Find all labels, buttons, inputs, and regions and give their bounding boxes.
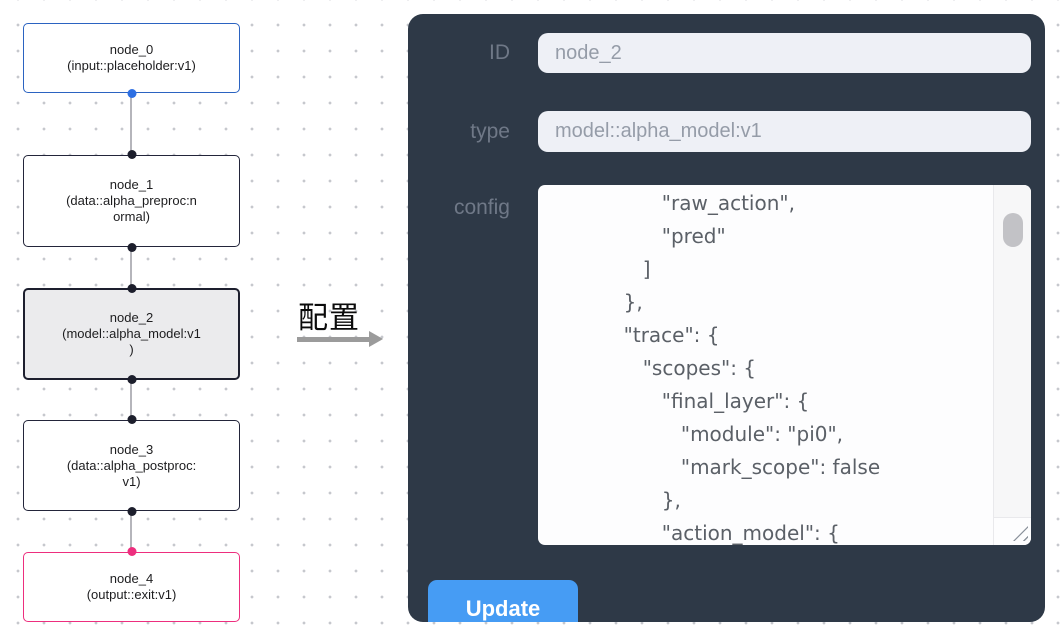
id-field-label: ID: [489, 41, 510, 64]
type-input[interactable]: [538, 111, 1031, 152]
node-handle-source[interactable]: [127, 89, 136, 98]
flow-node-node_1[interactable]: node_1 (data::alpha_preproc:n ormal): [23, 150, 240, 252]
scrollbar-corner: [993, 517, 1031, 545]
node-handle-target[interactable]: [127, 415, 136, 424]
update-button[interactable]: Update: [428, 580, 578, 622]
node-label-line: node_4: [109, 571, 154, 586]
node-label-line: ormal): [113, 209, 150, 224]
node-label-line: node_3: [109, 441, 154, 457]
node-handle-target[interactable]: [127, 150, 136, 159]
type-field-label: type: [470, 120, 510, 143]
config-json-text: "raw_action", "pred" ] }, "trace": { "sc…: [623, 191, 881, 545]
edge-node_2-node_3[interactable]: [130, 380, 132, 420]
node-handle-source[interactable]: [127, 507, 136, 516]
node-label-line: ): [129, 342, 134, 357]
id-input[interactable]: [538, 33, 1031, 73]
node-label-line: v1): [122, 473, 141, 489]
config-field-label: config: [453, 196, 510, 219]
node-label-line: node_2: [109, 310, 154, 325]
node-label-line: (data::alpha_postproc:: [66, 457, 197, 473]
config-scrollbar[interactable]: [993, 185, 1031, 517]
node-label-line: node_0: [109, 42, 154, 57]
resize-grip-icon[interactable]: [1013, 526, 1028, 541]
edge-node_0-node_1[interactable]: [130, 93, 132, 155]
node-label-line: (output::exit:v1): [86, 587, 177, 602]
flow-node-node_2[interactable]: node_2 (model::alpha_model:v1 ): [23, 284, 240, 384]
node-config-panel: ID type config "raw_action", "pred" ] },…: [408, 14, 1045, 622]
node-label-line: (model::alpha_model:v1: [62, 326, 201, 341]
node-handle-target[interactable]: [127, 284, 136, 293]
right-arrow-icon: [297, 331, 383, 346]
flow-node-node_0[interactable]: node_0 (input::placeholder:v1): [23, 23, 240, 98]
configure-arrow-label: 配置: [298, 302, 360, 335]
node-label-line: node_1: [109, 177, 154, 192]
flow-node-node_3[interactable]: node_3 (data::alpha_postproc: v1): [23, 415, 240, 516]
node-handle-target[interactable]: [127, 547, 136, 556]
edge-node_3-node_4[interactable]: [130, 511, 132, 552]
edge-node_1-node_2[interactable]: [130, 247, 132, 288]
node-label-line: (data::alpha_preproc:n: [66, 193, 197, 208]
flow-node-node_4[interactable]: node_4 (output::exit:v1): [23, 547, 240, 622]
config-scrollbar-thumb[interactable]: [1003, 213, 1023, 247]
node-handle-source[interactable]: [127, 243, 136, 252]
config-textarea[interactable]: "raw_action", "pred" ] }, "trace": { "sc…: [538, 185, 1031, 545]
node-handle-source[interactable]: [127, 375, 136, 384]
node-label-line: (input::placeholder:v1): [67, 58, 196, 73]
